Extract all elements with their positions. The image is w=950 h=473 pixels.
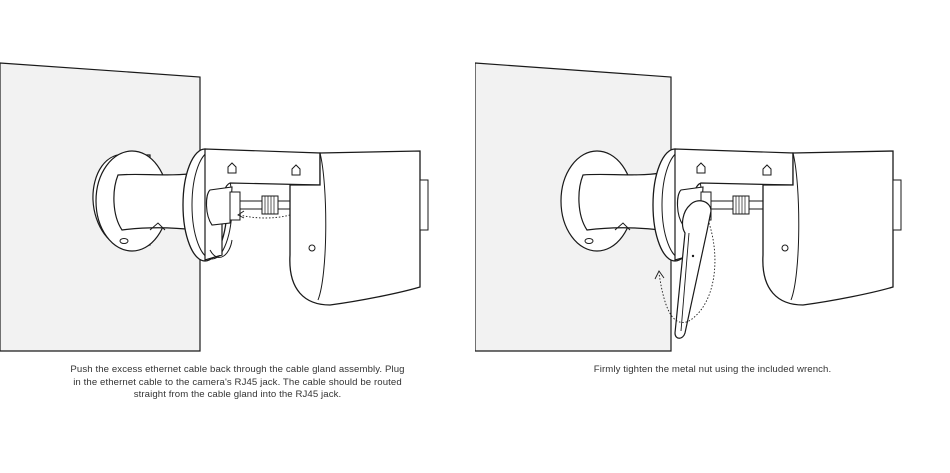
rj45-plug (733, 196, 749, 214)
step-1-illustration (0, 55, 475, 355)
step-2-caption: Firmly tighten the metal nut using the i… (475, 364, 950, 377)
camera-side-panel (420, 180, 428, 230)
push-arrow (240, 215, 290, 218)
step-2-illustration (475, 55, 950, 355)
rj45-plug (262, 196, 278, 214)
caption-line: in the ethernet cable to the camera's RJ… (44, 377, 431, 390)
cable-gland (206, 187, 232, 225)
caption-line: Push the excess ethernet cable back thro… (44, 364, 431, 377)
camera-cable-gland-illustration (0, 55, 475, 355)
caption-line: straight from the cable gland into the R… (44, 389, 431, 402)
step-1-caption: Push the excess ethernet cable back thro… (0, 364, 475, 402)
ethernet-cable (711, 201, 733, 209)
mount-arm (579, 173, 661, 230)
camera-side-panel (893, 180, 901, 230)
camera-wrench-tighten-illustration (475, 55, 950, 355)
ethernet-cable (240, 201, 262, 209)
caption-line: Firmly tighten the metal nut using the i… (475, 364, 950, 377)
